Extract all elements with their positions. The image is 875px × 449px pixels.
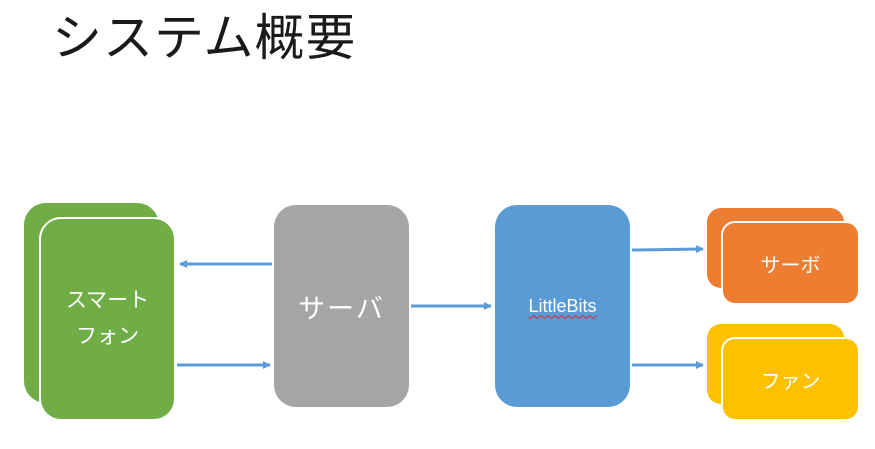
littlebits-label: LittleBits <box>528 295 597 316</box>
arrow-littlebits-to-servo <box>631 245 704 254</box>
server-label: サーバ <box>298 293 385 325</box>
smartphone-node[interactable]: スマート フォン <box>39 217 176 421</box>
servo-node[interactable]: サーボ <box>721 221 860 305</box>
smartphone-label: スマート フォン <box>65 288 150 348</box>
servo-label: サーボ <box>760 252 821 277</box>
fan-label: ファン <box>760 368 821 393</box>
fan-node[interactable]: ファン <box>721 337 860 421</box>
slide-title: システム概要 <box>52 9 357 67</box>
server-node[interactable]: サーバ <box>274 205 409 407</box>
littlebits-node[interactable]: LittleBits <box>495 205 630 407</box>
